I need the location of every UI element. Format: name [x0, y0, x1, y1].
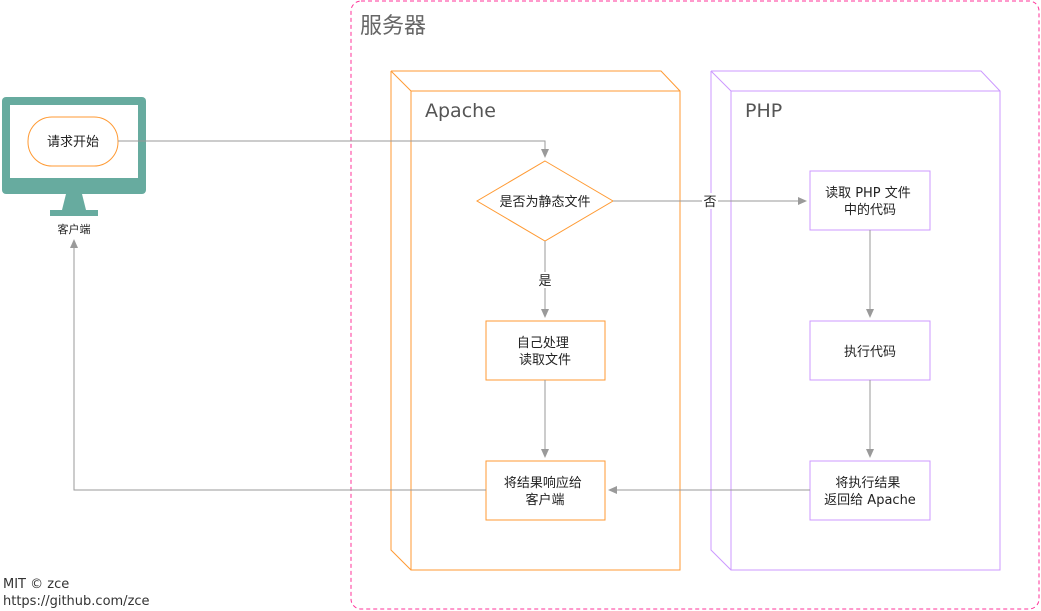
php-return-line-2: 返回给 Apache — [824, 493, 916, 508]
no-label: 否 — [703, 195, 716, 210]
apache-label: Apache — [425, 100, 496, 122]
self-process-box[interactable] — [485, 320, 606, 381]
php-read-label: 读取 PHP 文件 中的代码 — [825, 186, 915, 218]
edge-respond-to-client — [70, 239, 486, 491]
request-start-label: 请求开始 — [47, 135, 99, 150]
self-process-label: 自己处理 读取文件 — [517, 336, 573, 368]
edge-request-to-decision — [118, 140, 549, 158]
php-container — [710, 70, 1001, 571]
respond-client-line-1: 将结果响应给 — [504, 475, 582, 491]
respond-client-label: 将结果响应给 客户端 — [504, 475, 586, 508]
self-process-line-2: 读取文件 — [519, 353, 571, 368]
apache-container — [390, 70, 681, 571]
respond-client-box[interactable] — [485, 460, 606, 521]
yes-label: 是 — [538, 274, 551, 289]
footer-url[interactable]: https://github.com/zce — [3, 594, 150, 609]
server-container — [350, 0, 1040, 610]
client-label: 客户端 — [58, 222, 91, 236]
php-exec-box[interactable] — [809, 320, 931, 381]
decision-label: 是否为静态文件 — [499, 195, 590, 210]
self-process-line-1: 自己处理 — [517, 336, 569, 351]
footer-license: MIT © zce — [3, 577, 69, 592]
php-read-box[interactable] — [809, 170, 931, 231]
php-return-line-1: 将执行结果 — [835, 476, 900, 491]
php-label: PHP — [745, 100, 782, 122]
server-title: 服务器 — [360, 14, 426, 39]
php-exec-label: 执行代码 — [844, 345, 896, 360]
php-read-line-2: 中的代码 — [844, 202, 896, 218]
php-return-label: 将执行结果 返回给 Apache — [824, 476, 916, 508]
respond-client-line-2: 客户端 — [525, 492, 564, 508]
php-read-line-1: 读取 PHP 文件 — [825, 186, 911, 201]
